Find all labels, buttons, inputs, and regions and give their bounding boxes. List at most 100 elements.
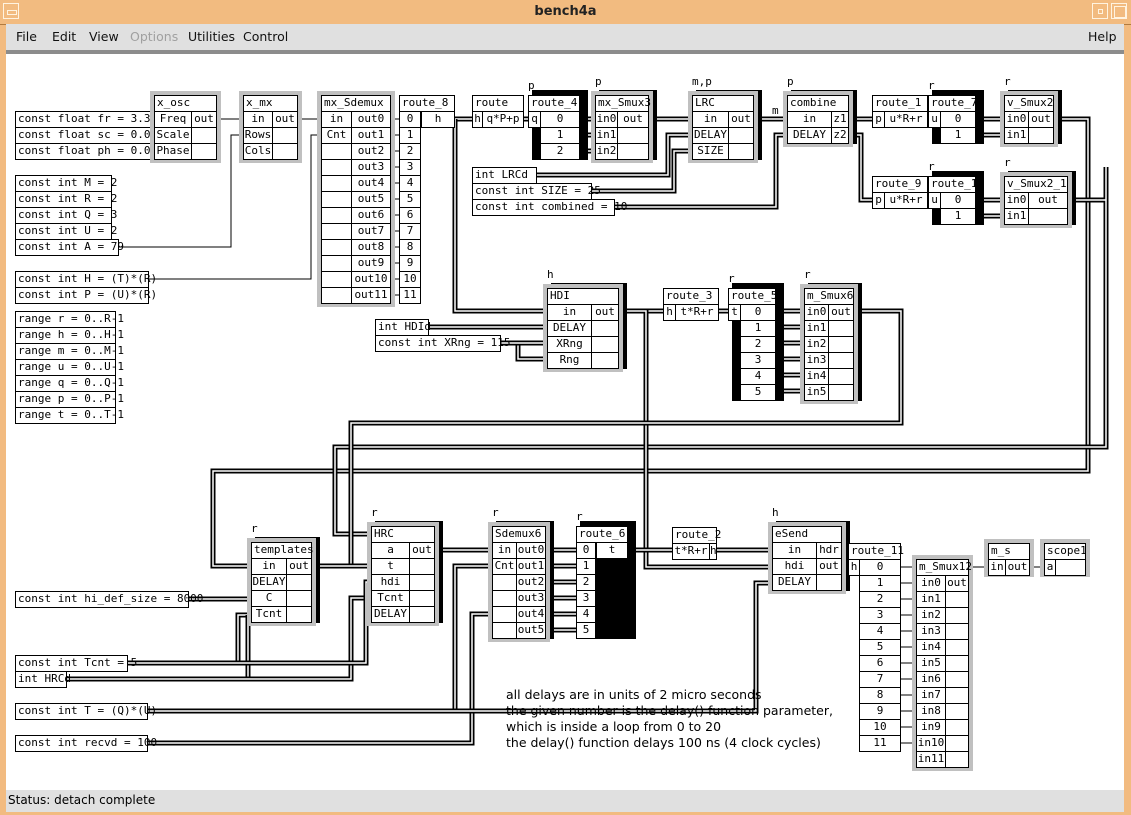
wire [149,134,321,280]
note-line: the given number is the delay() function… [506,703,833,718]
Sdemux6-output-port: out3 [516,590,546,607]
bus-wire [537,134,692,176]
eSend-input-port: DELAY [772,574,817,591]
menu-utilities[interactable]: Utilities [188,29,236,44]
mx_Smux3-input-port: in0 [595,111,618,128]
eSend-output-port: out [816,558,842,575]
combine-input-port: DELAY [787,127,832,144]
route_11-branch: 0 [859,559,901,576]
route_8-branch: 7 [399,223,421,240]
menu-bar: File Edit View Options Utilities Control… [6,24,1124,54]
x_osc-output-port [191,127,217,144]
range-declaration: range q = 0..Q-1 [15,375,124,392]
minimize-button[interactable] [1092,3,1108,19]
m_Smux12-output-port [945,591,969,608]
route_8-branch: 11 [399,287,421,304]
mx_Sdemux-input-port [321,207,352,224]
mx_Sdemux-input-port [321,223,352,240]
v_Smux2-input-port: in0 [1004,111,1029,128]
HRC-input-port: a [371,542,410,559]
v_Smux2_1-title: v_Smux2_1 [1004,176,1068,193]
route_7-title: route_7 [928,95,977,112]
bus-wire [128,614,251,664]
Sdemux6-input-port [492,606,517,623]
mx_Sdemux-output-port: out1 [351,127,391,144]
bus-wire [454,119,547,312]
route_10-in-port: u [928,192,941,209]
route_11-branch: 9 [859,703,901,720]
m_Smux6-output-port: out [828,304,854,321]
route_6-replication-label: r [576,510,583,523]
Sdemux6-input-port [492,574,517,591]
mx_Sdemux-input-port: Cnt [321,127,352,144]
route_10-branch: 1 [940,208,976,225]
mx_Smux3-title: mx_Smux3 [595,95,651,112]
route_2-out-port: h [709,543,717,560]
bus-wire [148,613,492,744]
route_1-title: route_1 [872,95,928,112]
window-menu-button[interactable] [3,3,19,19]
x_osc-output-port: out [191,111,217,128]
m_Smux12-input-port: in0 [916,575,946,592]
m_Smux12-output-port [945,639,969,656]
Sdemux6-input-port: in [492,542,517,559]
mx_Smux3-input-port: in2 [595,143,618,160]
v_Smux2-input-port: in1 [1004,127,1029,144]
menu-control[interactable]: Control [243,29,289,44]
route_4-branch: 2 [540,143,580,160]
const-combined: const int combined = 10 [472,199,627,216]
route_5-branch: 3 [740,352,776,369]
window-title: bench4a [534,4,597,19]
title-bar[interactable]: bench4a [0,0,1131,25]
v_Smux2_1-output-port [1028,208,1068,225]
range-declaration: range h = 0..H-1 [15,327,124,344]
menu-help[interactable]: Help [1088,29,1117,44]
Sdemux6-output-port: out1 [516,558,546,575]
const-M: const int M = 2 [15,175,117,192]
m_Smux12-input-port: in5 [916,655,946,672]
status-text: Status: detach complete [8,793,156,807]
m_Smux6-output-port [828,384,854,401]
bus-wire [128,612,251,666]
menu-view[interactable]: View [89,29,119,44]
x_osc-title: x_osc [154,95,217,112]
x_mx-input-port: in [243,111,273,128]
Sdemux6-output-port: out5 [516,622,546,639]
HDI-input-port: XRng [547,336,592,353]
Sdemux6-output-port: out2 [516,574,546,591]
menu-options: Options [130,29,179,44]
m_Smux6-input-port: in2 [804,336,829,353]
route_8-branch: 10 [399,271,421,288]
mx_Sdemux-output-port: out0 [351,111,391,128]
eSend-output-port: hdr [816,542,842,559]
range-declaration: range u = 0..U-1 [15,359,124,376]
m_s-title: m_s [988,543,1030,560]
maximize-button[interactable] [1111,3,1127,19]
range-declaration: range m = 0..M-1 [15,343,124,360]
templates-output-port [286,574,312,591]
route_6-branch: 3 [576,590,596,607]
LRC-output-port [728,143,754,160]
menu-file[interactable]: File [16,29,37,44]
m_Smux12-output-port [945,671,969,688]
const-P: const int P = (U)*(R) [15,287,157,304]
m_Smux12-output-port: out [945,575,969,592]
bus-wire [148,582,772,712]
LRC-replication-label: m,p [692,75,712,88]
menu-edit[interactable]: Edit [52,29,77,44]
range-declaration: range t = 0..T-1 [15,407,124,424]
const-fr: const float fr = 3.3 [15,111,151,128]
HDI-input-port: Rng [547,352,592,369]
mx_Sdemux-input-port: in [321,111,352,128]
const-recvd: const int recvd = 100 [15,735,157,752]
bus-wire [67,597,371,680]
route_3-title: route_3 [663,288,719,305]
HDI-title: HDI [547,288,619,305]
route_11-branch: 4 [859,623,901,640]
annotation-note: all delays are in units of 2 micro secon… [506,687,833,751]
x_osc-output-port [191,143,217,160]
mx_Sdemux-input-port [321,191,352,208]
m_Smux6-output-port [828,320,854,337]
route_9-title: route_9 [872,176,928,193]
